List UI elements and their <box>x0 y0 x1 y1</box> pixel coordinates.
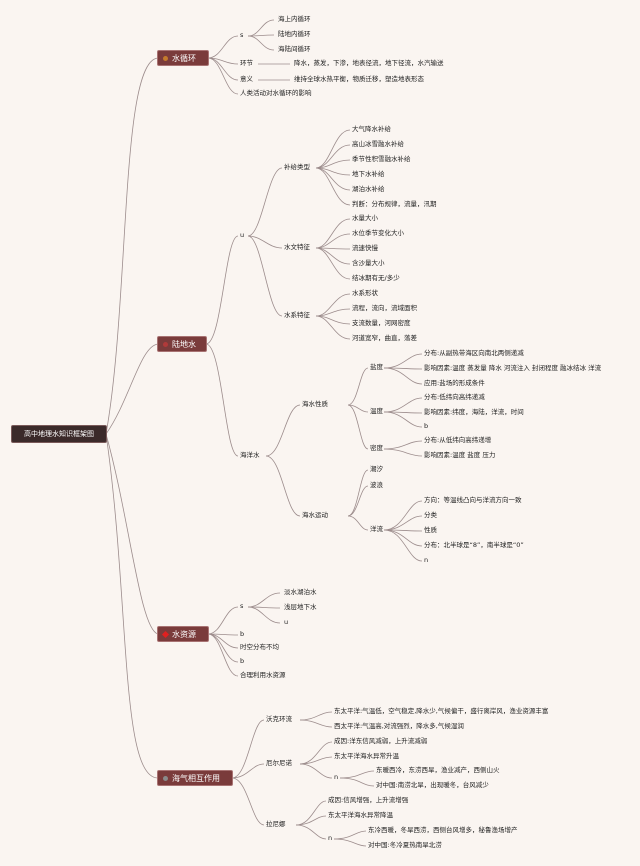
node-significance-text: 维持全球水热平衡，物质迁移，塑造地表形态 <box>294 75 424 83</box>
node-la-nina-item: 成因:信风增强，上升流增强 <box>328 796 409 804</box>
node-links: 环节 <box>240 59 253 67</box>
bullet-icon <box>161 630 170 638</box>
branch-label: 海气相互作用 <box>172 773 220 783</box>
branch-land-water[interactable]: 陆地水 <box>158 337 206 351</box>
node-seawater-properties: 海水性质 <box>302 400 328 408</box>
node-ocean-current: 洋流 <box>370 525 383 533</box>
node-river-system-item: 河道宽窄，曲直，落差 <box>352 334 417 342</box>
node-u: u <box>240 231 245 239</box>
node-b: b <box>240 657 245 665</box>
node-ocean-water: 海洋水 <box>240 451 260 459</box>
node-la-nina-item: 东太平洋海水异常降温 <box>328 811 393 819</box>
node-el-nino-item: 成因:洋东信风减弱，上升流减弱 <box>334 737 428 745</box>
node-recharge-item: 大气降水补给 <box>352 125 391 133</box>
node-river-system-item: 水系形状 <box>352 289 378 297</box>
branch-air-sea-interaction[interactable]: 海气相互作用 <box>158 771 232 785</box>
node-freshwater-lake: 淡水湖泊水 <box>284 588 317 596</box>
node-walker-circulation: 沃克环流 <box>266 715 292 723</box>
node-temperature-item: b <box>424 422 429 430</box>
node-salinity-item: 分布:从副热带海区向南北两侧递减 <box>424 349 524 357</box>
node-walker-item: 东太平洋:气温低，空气稳定,降水少,气候偏干，盛行离岸风，渔业资源丰富 <box>334 707 549 715</box>
node-hydrology-item: 含沙量大小 <box>352 259 385 267</box>
node-recharge-item: 季节性积雪融水补给 <box>352 155 411 163</box>
node-walker-item: 西太平洋:气温高,对流强烈，降水多,气候湿润 <box>334 722 464 730</box>
node-hydrology-item: 水位季节变化大小 <box>352 229 404 237</box>
branch-water-resources[interactable]: 水资源 <box>158 627 208 641</box>
node-current-item: n <box>424 556 429 564</box>
node-n: n <box>334 773 339 781</box>
node-links-text: 降水，蒸发，下渗，地表径流，地下径流，水汽输送 <box>294 59 444 67</box>
node-recharge-types: 补给类型 <box>284 163 310 171</box>
node-land-cycle: 陆地内循环 <box>278 30 311 38</box>
node-salinity: 盐度 <box>370 363 383 371</box>
branch-label: 陆地水 <box>172 339 196 349</box>
root-topic: 高中地理水知识框架图 <box>12 426 106 442</box>
branch-water-cycle[interactable]: 水循环 <box>158 51 208 65</box>
node-recharge-item: 地下水补给 <box>352 170 385 178</box>
node-sea-land-cycle: 海陆间循环 <box>278 45 311 53</box>
node-hydrology: 水文特征 <box>284 243 310 251</box>
node-marine-cycle: 海上内循环 <box>278 15 311 23</box>
node-current-item: 分布：北半球是“8”，南半球是“0” <box>424 541 524 549</box>
node-human-impact: 人类活动对水循环的影响 <box>240 89 312 97</box>
node-la-nina-impact: 东冷西暖，冬旱西涝，西侧台风增多，秘鲁渔场增产 <box>368 826 518 834</box>
bullet-icon <box>163 775 168 781</box>
node-n: n <box>328 834 333 842</box>
node-current-item: 分类 <box>424 511 437 519</box>
node-tide: 潮汐 <box>370 465 383 473</box>
node-hydrology-item: 结冰期有无/多少 <box>352 274 400 282</box>
node-current-item: 方向：等温线凸向与洋流方向一致 <box>424 496 522 504</box>
node-el-nino-impact: 东暖西冷，东涝西旱，渔业减产，西侧山火 <box>376 766 500 774</box>
node-seawater-motion: 海水运动 <box>302 511 328 519</box>
node-density-item: 分布:从低纬向高纬递增 <box>424 436 492 444</box>
node-u: u <box>284 618 289 626</box>
node-temperature-item: 影响因素:纬度，海陆，洋流，时间 <box>424 408 524 416</box>
node-river-system-item: 支流数量，河网密度 <box>352 319 411 327</box>
node-hydrology-item: 水量大小 <box>352 214 378 222</box>
node-density: 密度 <box>370 444 383 452</box>
node-river-system-item: 流程，流向，流域面积 <box>352 304 417 312</box>
node-la-nina: 拉尼娜 <box>266 820 286 828</box>
node-uneven-distribution: 时空分布不均 <box>240 643 279 651</box>
node-temperature-item: 分布:低纬向高纬递减 <box>424 393 485 401</box>
node-significance: 意义 <box>240 75 253 83</box>
branch-label: 水循环 <box>172 53 196 63</box>
node-density-item: 影响因素:温度 盐度 压力 <box>424 451 496 459</box>
bullet-icon <box>163 341 168 347</box>
node-rational-use: 合理利用水资源 <box>240 671 286 679</box>
bullet-icon <box>163 55 168 61</box>
node-el-nino-item: 东太平洋海水异常升温 <box>334 752 399 760</box>
node-shallow-groundwater: 浅层地下水 <box>284 603 317 611</box>
node-hydrology-item: 流速快慢 <box>352 244 378 252</box>
node-wave: 波浪 <box>370 481 383 489</box>
node-s: s <box>240 31 244 39</box>
node-b: b <box>240 630 245 638</box>
branch-label: 水资源 <box>172 629 196 639</box>
node-salinity-item: 影响因素:温度 蒸发量 降水 河流注入 封闭程度 融冰结冰 洋流 <box>424 364 602 372</box>
node-river-system: 水系特征 <box>284 311 310 319</box>
node-la-nina-impact: 对中国:冬冷夏热南旱北涝 <box>368 841 442 849</box>
node-recharge-item: 湖泊水补给 <box>352 185 385 193</box>
node-recharge-item: 高山冰雪融水补给 <box>352 140 404 148</box>
node-recharge-item: 判断：分布规律，流量，汛期 <box>352 200 437 208</box>
node-s: s <box>240 602 244 610</box>
node-temperature: 温度 <box>370 407 383 415</box>
node-current-item: 性质 <box>424 526 437 534</box>
node-el-nino-impact: 对中国:南涝北旱，出现暖冬，台风减少 <box>376 781 489 789</box>
node-el-nino: 厄尔尼诺 <box>266 759 292 767</box>
node-salinity-item: 应用:盐场的形成条件 <box>424 379 485 387</box>
